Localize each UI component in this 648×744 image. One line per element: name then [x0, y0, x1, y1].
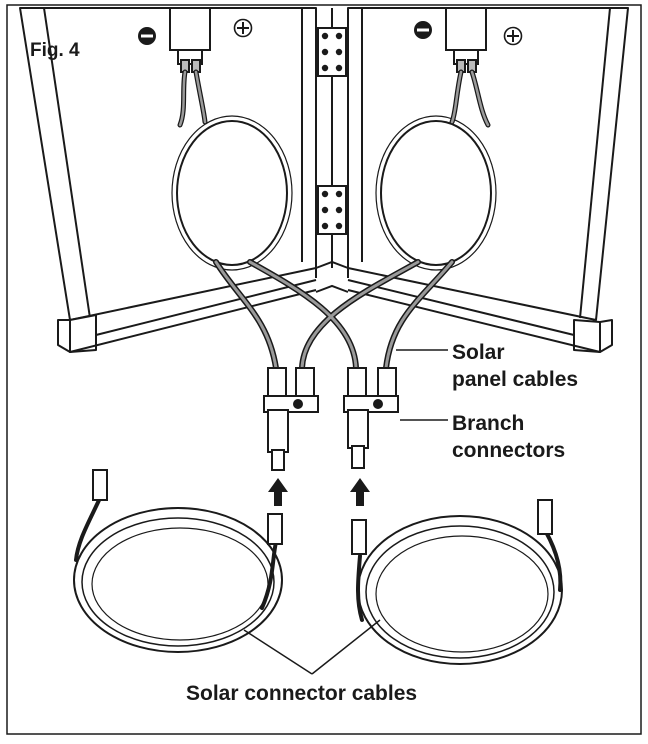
solar-panel-cables-label: Solar panel cables	[452, 339, 578, 393]
branch-connector-right	[343, 367, 399, 469]
hinge-column	[315, 8, 349, 293]
branch-connectors-label-line1: Branch	[452, 412, 525, 435]
branch-connectors-label-line2: connectors	[452, 439, 566, 462]
solar-panel-cables	[213, 259, 455, 371]
minus-icon	[414, 21, 432, 39]
solar-connector-cable-left	[73, 469, 283, 653]
solar-panel-cables-label-line1: Solar	[452, 341, 505, 364]
plus-icon	[503, 26, 523, 46]
left-panel-cable-coil	[176, 120, 288, 266]
branch-connector-left	[263, 367, 319, 471]
solar-connector-cables-label: Solar connector cables	[186, 682, 418, 705]
minus-icon	[138, 27, 156, 45]
figure-label: Fig. 4	[30, 40, 80, 61]
solar-panel-cables-label-line2: panel cables	[452, 368, 579, 391]
up-arrow-icon	[350, 478, 370, 506]
junction-box-left	[169, 7, 211, 73]
plus-icon	[233, 18, 253, 38]
junction-box-right	[445, 7, 487, 73]
right-panel-cable-coil	[380, 120, 492, 266]
figure-frame	[6, 4, 642, 735]
solar-connector-cable-right	[351, 499, 563, 665]
branch-connectors-label: Branch connectors	[452, 410, 565, 464]
bottom-callout-leaders	[243, 619, 381, 675]
callout-leaders	[396, 349, 448, 421]
up-arrow-icon	[268, 478, 288, 506]
